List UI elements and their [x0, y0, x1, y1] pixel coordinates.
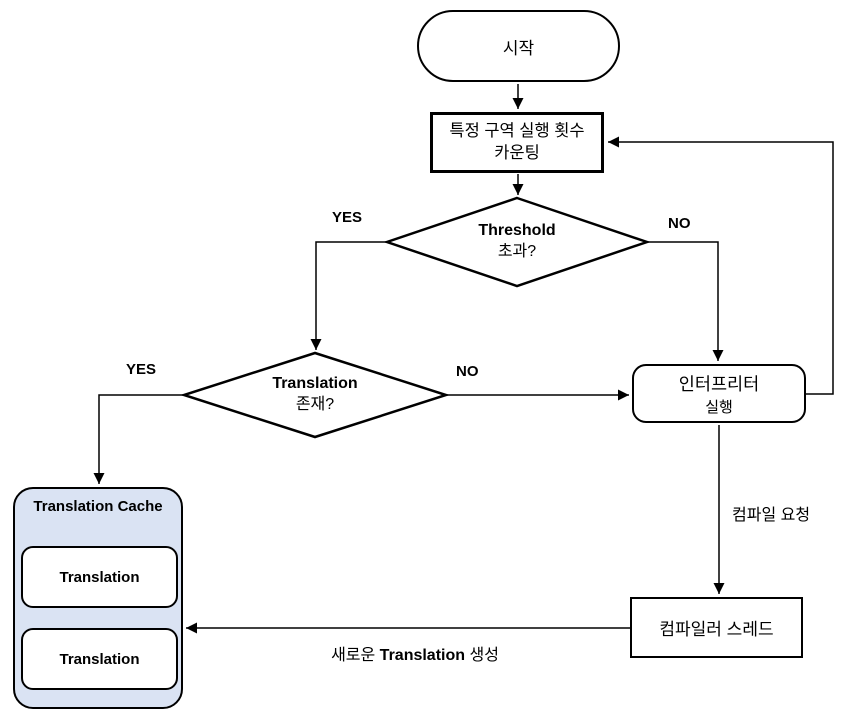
decision-translation-shape [179, 351, 451, 439]
decision-threshold-shape [383, 196, 651, 288]
count-label-line1: 특정 구역 실행 횟수 [449, 121, 585, 140]
edge-translation-yes [93, 394, 184, 484]
compile-request-label: 컴파일 요청 [732, 507, 811, 524]
translation-slot-1: Translation [21, 546, 178, 608]
translation-slot-2: Translation [21, 628, 178, 690]
edge-interpreter-loopback [608, 136, 834, 395]
interpreter-label-line1: 인터프리터 [678, 373, 760, 394]
start-node: 시작 [417, 10, 620, 82]
new-translation-label-pre: 새로운 [331, 647, 380, 664]
new-translation-label: 새로운 Translation 생성 [290, 641, 540, 665]
interpreter-label-line2: 실행 [705, 398, 733, 416]
threshold-label-line2: 초과? [497, 243, 537, 260]
translation-cache-title: Translation Cache [33, 498, 163, 515]
compiler-thread-node: 컴파일러 스레드 [630, 597, 803, 658]
compiler-thread-label: 컴파일러 스레드 [659, 620, 774, 639]
translation-no-label: NO [456, 363, 479, 380]
translation-exists-label-line1: Translation [272, 375, 358, 393]
count-label-line2: 카운팅 [494, 143, 540, 162]
decision-translation-label: Translation 존재? [184, 365, 446, 425]
edge-threshold-no [647, 241, 724, 361]
interpreter-node: 인터프리터 실행 [632, 364, 806, 423]
threshold-no-label: NO [668, 215, 691, 232]
decision-threshold-label: Threshold 초과? [387, 212, 647, 272]
start-label: 시작 [502, 38, 535, 58]
translation-exists-label-line2: 존재? [295, 396, 335, 413]
translation-yes-label: YES [126, 361, 157, 378]
edge-threshold-yes [310, 241, 387, 350]
threshold-yes-label: YES [332, 209, 363, 226]
new-translation-label-post: 생성 [465, 647, 499, 664]
threshold-label-line1: Threshold [478, 222, 556, 240]
count-node: 특정 구역 실행 횟수 카운팅 [430, 112, 604, 173]
translation-cache-node: Translation Cache Translation Translatio… [13, 487, 183, 709]
new-translation-label-word: Translation [379, 647, 466, 664]
